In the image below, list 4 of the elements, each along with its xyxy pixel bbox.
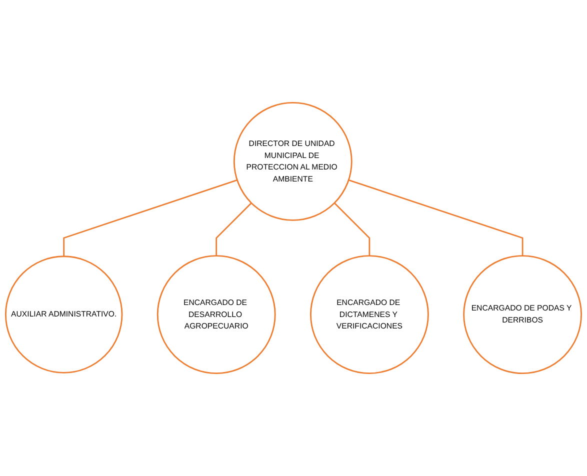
connector	[63, 179, 238, 256]
connector	[334, 202, 370, 256]
connector	[216, 202, 252, 256]
connector	[348, 179, 524, 256]
